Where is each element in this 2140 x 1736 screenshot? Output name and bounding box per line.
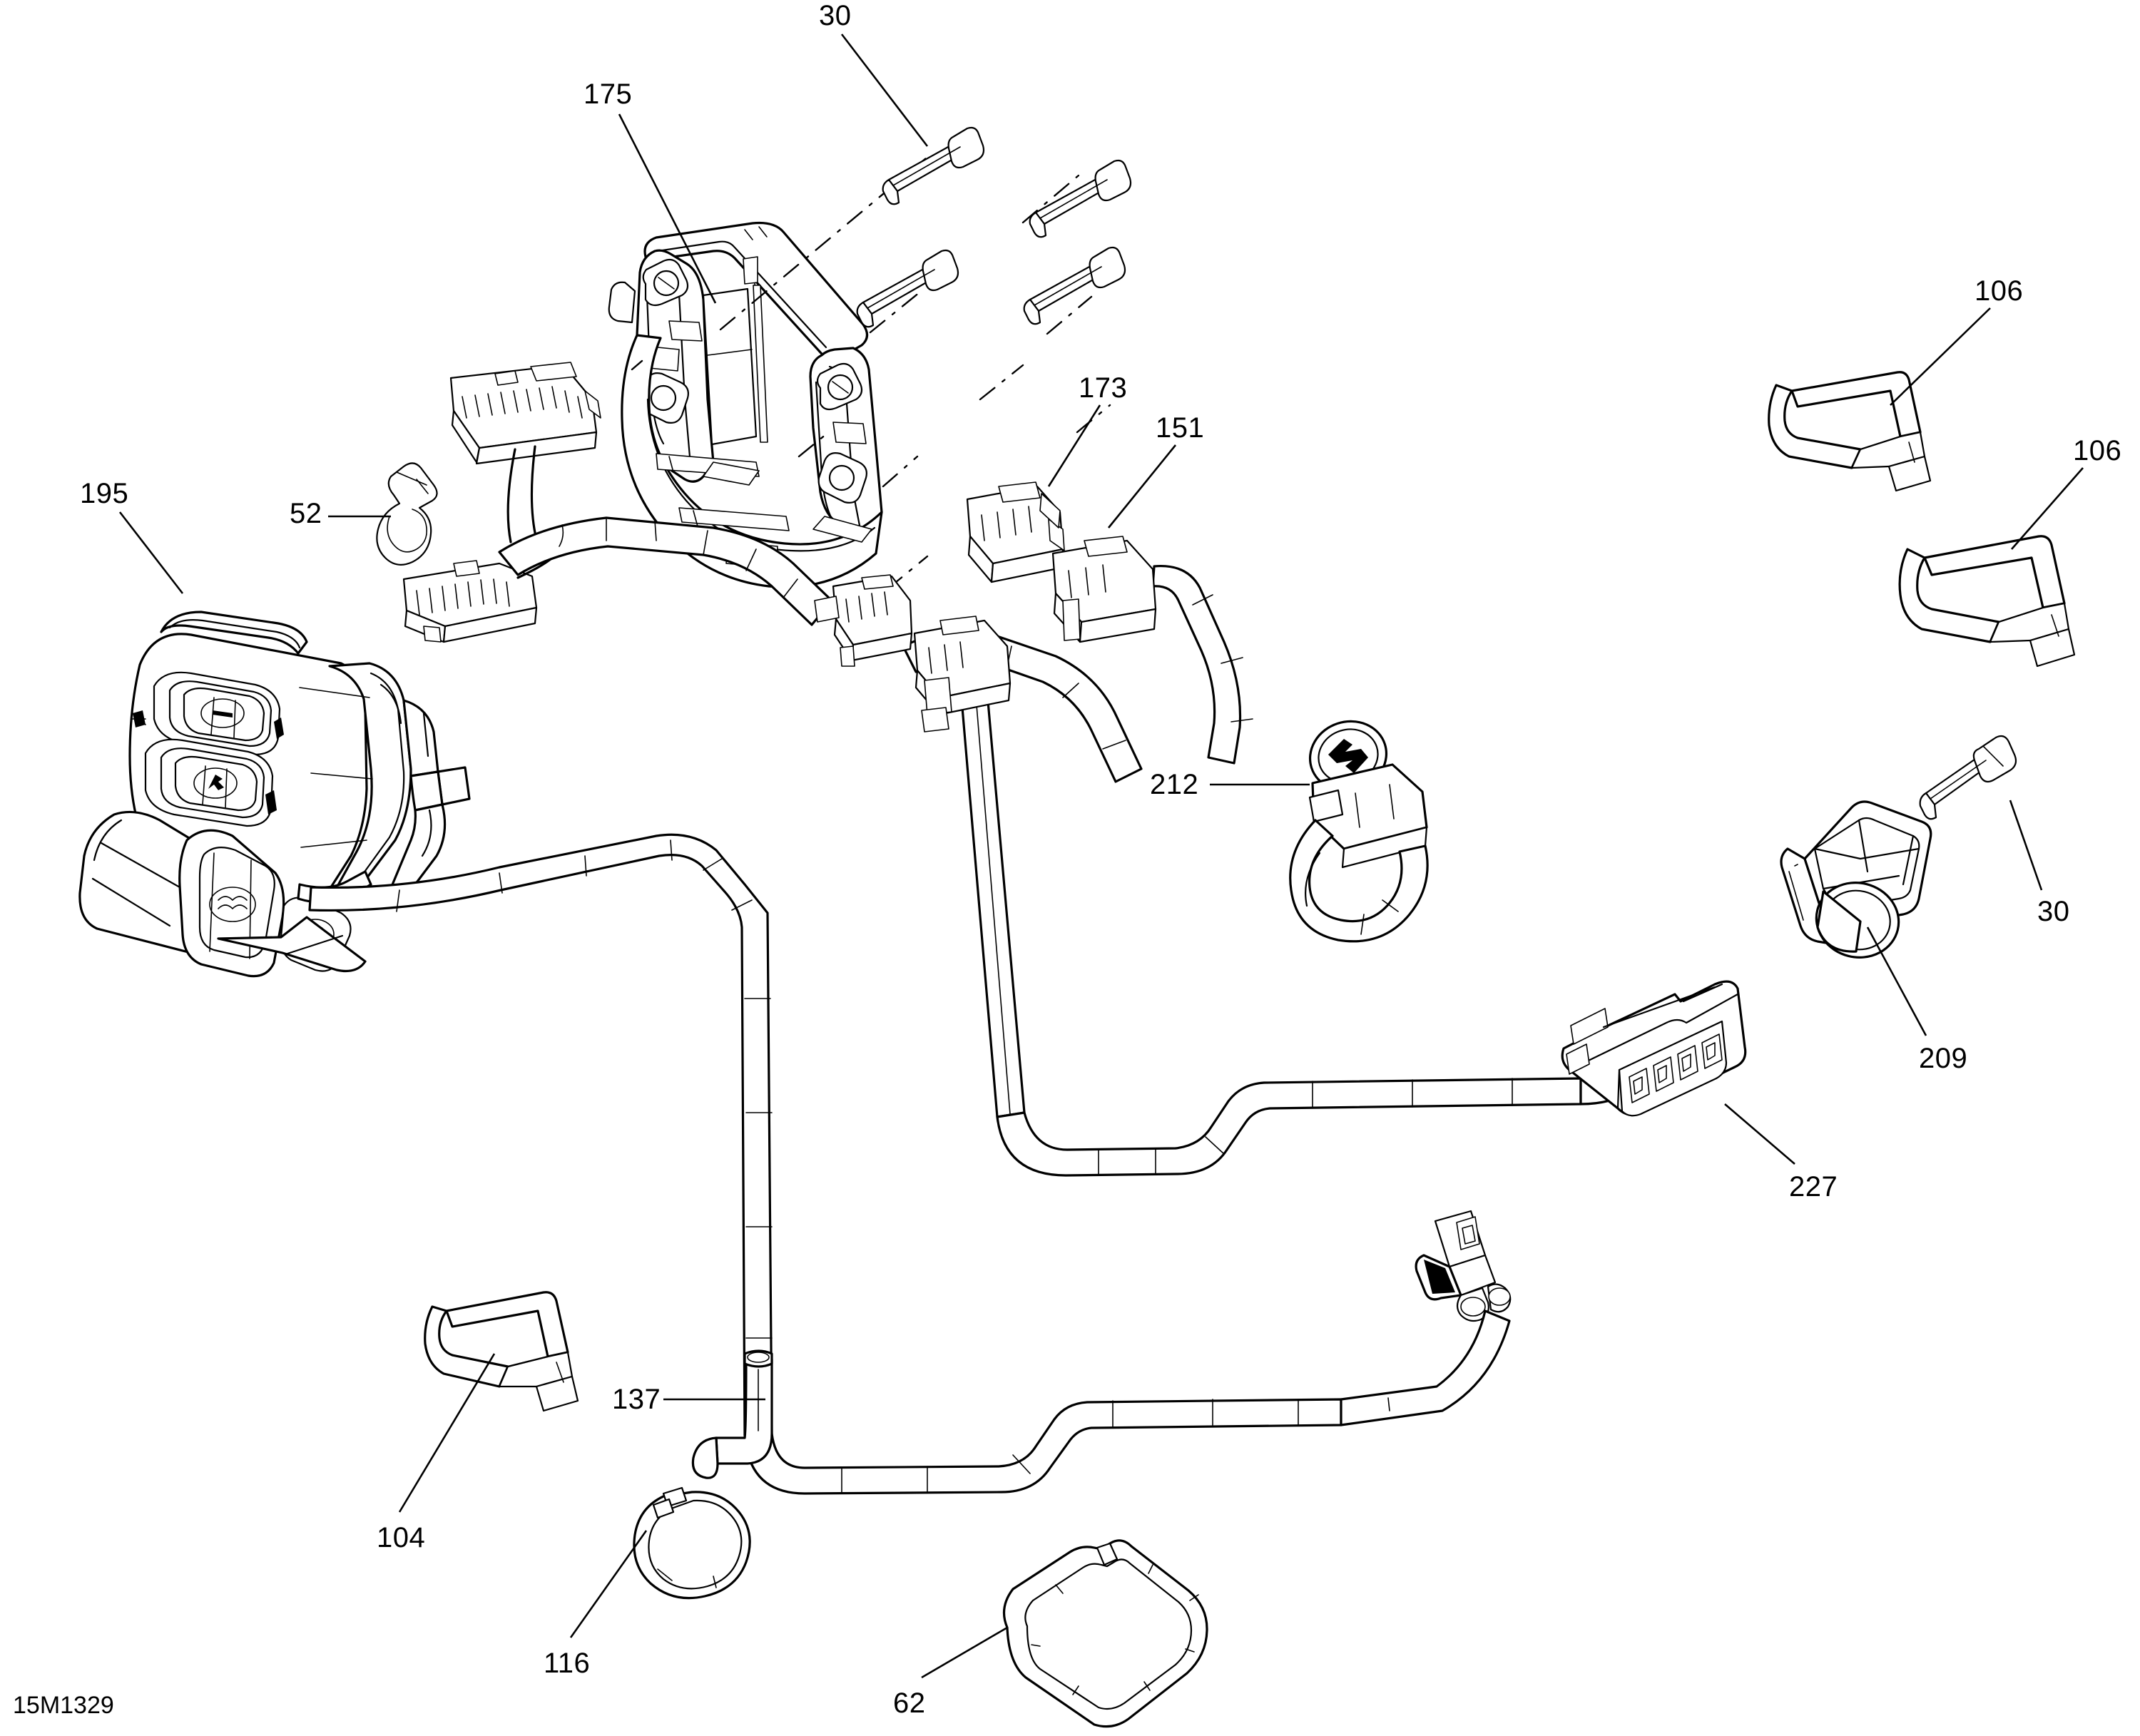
callout-106-lower: 106	[2073, 435, 2122, 466]
callout-173: 173	[1079, 372, 1128, 404]
part-151-connector-housing	[1051, 536, 1157, 643]
callout-116: 116	[544, 1648, 591, 1679]
callout-30-top: 30	[819, 0, 852, 31]
part-52-cable-clamp	[376, 462, 438, 566]
ribbon-connector-upper	[449, 362, 601, 543]
part-227-connector-module	[1561, 980, 1747, 1117]
bottom-two-pin-connector	[1340, 1210, 1512, 1426]
part-173-connector-housing	[966, 481, 1065, 583]
part-106b-cable-tie-clip	[1898, 535, 2076, 668]
main-harness	[308, 516, 1658, 1495]
center-connector-a	[814, 574, 913, 667]
bolt-3	[856, 249, 959, 328]
callout-195: 195	[80, 478, 129, 509]
ribbon-connector-lower	[402, 545, 552, 643]
sheet-code: 15M1329	[13, 1692, 114, 1719]
callout-62: 62	[893, 1688, 926, 1719]
callout-30-right: 30	[2037, 896, 2070, 927]
callout-175: 175	[584, 78, 633, 110]
callout-104: 104	[377, 1522, 426, 1553]
part-30-screw-bolts-group	[631, 126, 1132, 591]
callout-212: 212	[1150, 769, 1199, 800]
callout-137: 137	[612, 1384, 661, 1415]
callout-151: 151	[1156, 412, 1205, 444]
part-30-right-bolt	[1919, 735, 2017, 820]
callout-leaders	[118, 34, 2084, 1679]
callout-227: 227	[1789, 1171, 1838, 1203]
part-104-cable-tie-clip	[424, 1291, 579, 1412]
center-connector-b	[913, 616, 1012, 732]
part-106a-cable-tie-clip	[1768, 371, 1932, 492]
part-175-handlebar-clamp-housing	[608, 221, 883, 588]
callout-52: 52	[290, 498, 322, 529]
callout-106-upper: 106	[1975, 275, 2024, 307]
part-212-sealed-connector	[1289, 720, 1429, 943]
part-116-cable-tie-ring	[633, 1486, 751, 1600]
bolt-1	[882, 126, 985, 205]
part-209-harness-retainer-block	[1780, 800, 1932, 959]
callout-209: 209	[1919, 1043, 1968, 1074]
bolt-4	[1023, 246, 1126, 325]
bolt-2	[1029, 159, 1132, 238]
part-62-grommet-seal	[1002, 1539, 1208, 1728]
part-195-handlebar-switch-assembly	[78, 611, 471, 978]
